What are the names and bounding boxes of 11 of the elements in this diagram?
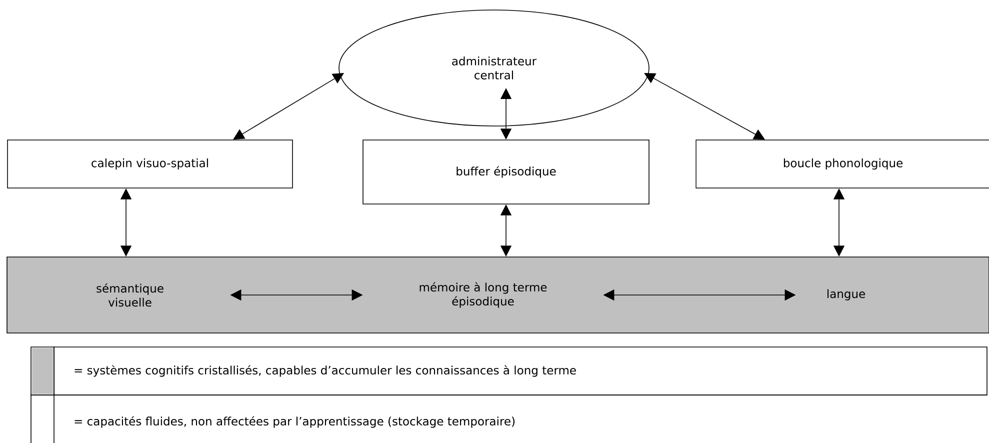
process-box: calepin visuo-spatial: [7, 140, 293, 188]
legend-text: = capacités fluides, non affectées par l’apprentissage (stockage temporaire): [74, 416, 515, 428]
memory-label: mémoire à long terme épisodique: [420, 282, 547, 308]
memory-band: [6, 256, 989, 334]
legend-text: = systèmes cognitifs cristallisés, capables d’accumuler les connaissances à long terme: [74, 365, 576, 377]
process-box: buffer épisodique: [362, 140, 650, 204]
process-box: boucle phonologique: [696, 140, 989, 188]
memory-label: langue: [827, 289, 865, 300]
memory-label: sémantique visuelle: [96, 283, 164, 307]
arrow: [233, 73, 344, 140]
arrow: [644, 73, 765, 140]
